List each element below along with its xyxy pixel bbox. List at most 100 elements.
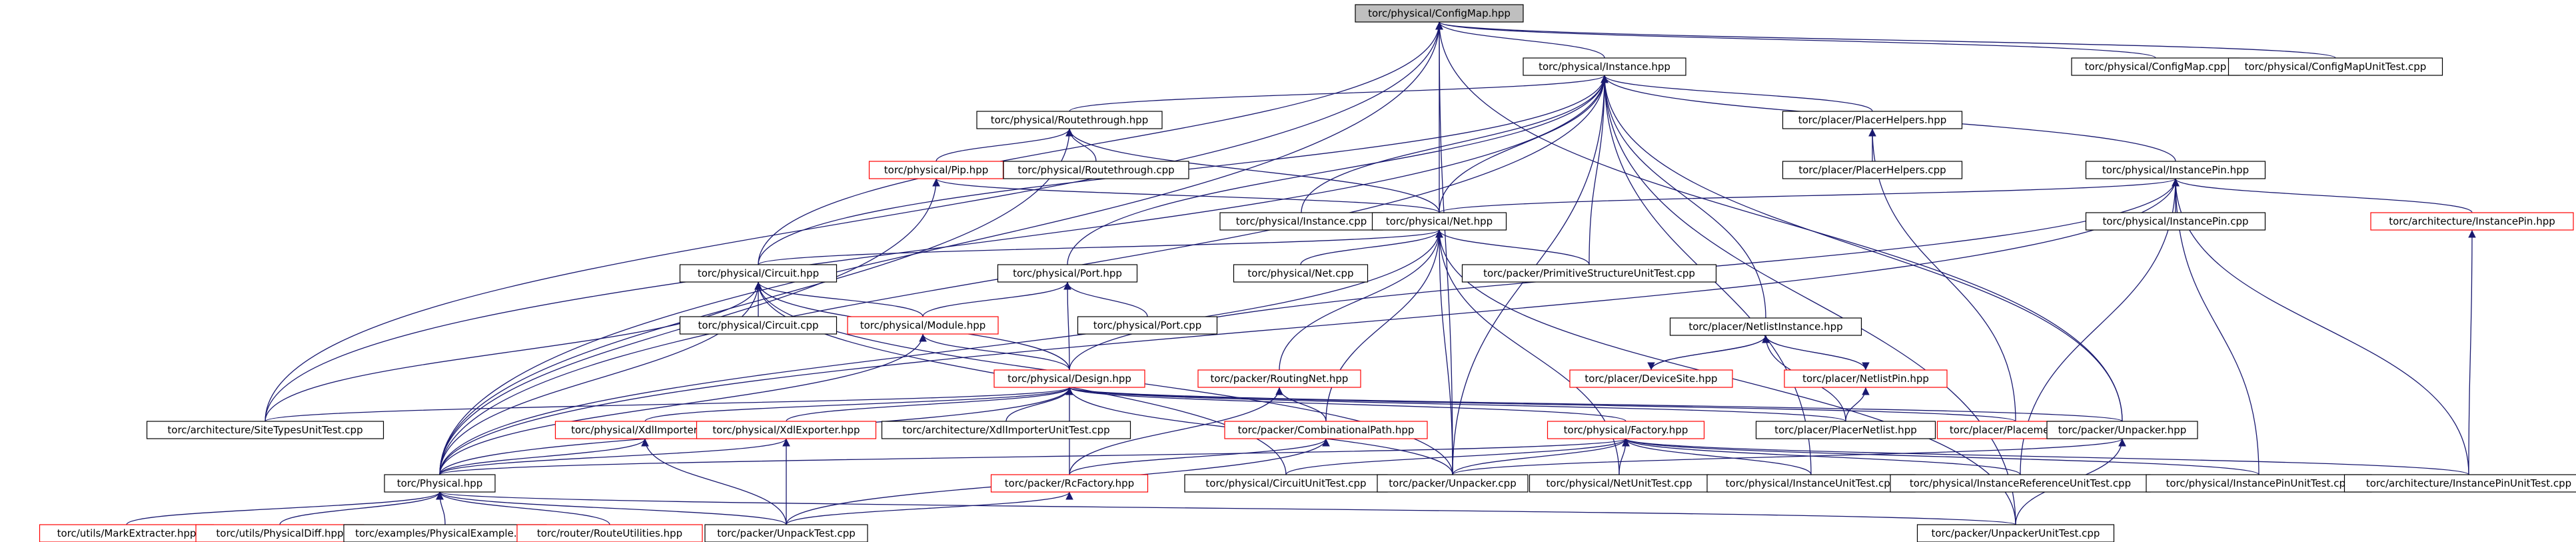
node-routethrough-hpp[interactable]: torc/physical/Routethrough.hpp	[976, 111, 1163, 129]
node-label: torc/physical/Port.cpp	[1093, 319, 1202, 331]
node-instancepin-hpp[interactable]: torc/physical/InstancePin.hpp	[2085, 161, 2266, 179]
node-box[interactable]	[1569, 369, 1733, 388]
node-box[interactable]	[679, 316, 838, 335]
node-xdlexporter-hpp[interactable]: torc/physical/XdlExporter.hpp	[696, 421, 877, 439]
node-arch-instancepinunittest[interactable]: torc/architecture/InstancePinUnitTest.cp…	[2343, 474, 2576, 493]
node-instance-hpp[interactable]: torc/physical/Instance.hpp	[1523, 57, 1686, 76]
node-devicesite-hpp[interactable]: torc/placer/DeviceSite.hpp	[1569, 369, 1733, 388]
node-box[interactable]	[2146, 474, 2372, 493]
node-box[interactable]	[1461, 264, 1717, 283]
node-box[interactable]	[2085, 212, 2266, 231]
node-box[interactable]	[1371, 212, 1507, 231]
edge-unpacker_hpp-to-instance_hpp	[1601, 75, 2123, 422]
node-pip-hpp[interactable]: torc/physical/Pip.hpp	[868, 161, 1004, 179]
node-unpacker-cpp[interactable]: torc/packer/Unpacker.cpp	[1377, 474, 1529, 493]
node-placerhelpers-cpp[interactable]: torc/placer/PlacerHelpers.cpp	[1782, 161, 1963, 179]
node-netunittest[interactable]: torc/physical/NetUnitTest.cpp	[1529, 474, 1710, 493]
node-box[interactable]	[1377, 474, 1529, 493]
node-box[interactable]	[2046, 421, 2198, 439]
node-box[interactable]	[679, 264, 838, 283]
node-configmap-cpp[interactable]: torc/physical/ConfigMap.cpp	[2071, 57, 2240, 76]
node-instancepinunittest[interactable]: torc/physical/InstancePinUnitTest.cpp	[2146, 474, 2372, 493]
node-box[interactable]	[1755, 421, 1936, 439]
node-label: torc/physical/Circuit.hpp	[698, 267, 819, 279]
node-markextracter-hpp[interactable]: torc/utils/MarkExtracter.hpp	[39, 524, 215, 542]
node-box[interactable]	[1784, 369, 1948, 388]
edge-placement_hpp-to-design_hpp	[1065, 387, 2016, 422]
node-box[interactable]	[1233, 264, 1369, 283]
node-box[interactable]	[1003, 161, 1189, 179]
node-arch-instancepin-hpp[interactable]: torc/architecture/InstancePin.hpp	[2370, 212, 2574, 231]
node-box[interactable]	[881, 421, 1131, 439]
node-physicaldiff-hpp[interactable]: torc/utils/PhysicalDiff.hpp	[195, 524, 364, 542]
node-factory-hpp[interactable]: torc/physical/Factory.hpp	[1547, 421, 1705, 439]
node-box[interactable]	[2228, 57, 2443, 76]
node-module-hpp[interactable]: torc/physical/Module.hpp	[847, 316, 999, 335]
node-netlistpin-hpp[interactable]: torc/placer/NetlistPin.hpp	[1784, 369, 1948, 388]
node-box[interactable]	[2085, 161, 2266, 179]
node-design-hpp[interactable]: torc/physical/Design.hpp	[993, 369, 1145, 388]
node-box[interactable]	[704, 524, 868, 542]
node-circuit-cpp[interactable]: torc/physical/Circuit.cpp	[679, 316, 838, 335]
node-box[interactable]	[1523, 57, 1686, 76]
node-box[interactable]	[976, 111, 1163, 129]
node-unpacker-hpp[interactable]: torc/packer/Unpacker.hpp	[2046, 421, 2198, 439]
node-routingnet-hpp[interactable]: torc/packer/RoutingNet.hpp	[1197, 369, 1361, 388]
node-circuitunittest[interactable]: torc/physical/CircuitUnitTest.cpp	[1184, 474, 1388, 493]
node-box[interactable]	[868, 161, 1004, 179]
node-box[interactable]	[1077, 316, 1218, 335]
node-unpackerunittest[interactable]: torc/packer/UnpackerUnitTest.cpp	[1916, 524, 2115, 542]
node-rcfactory-hpp[interactable]: torc/packer/RcFactory.hpp	[990, 474, 1149, 493]
node-circuit-hpp[interactable]: torc/physical/Circuit.hpp	[679, 264, 838, 283]
node-box[interactable]	[993, 369, 1145, 388]
node-physicalexample[interactable]: torc/examples/PhysicalExample.cpp	[343, 524, 547, 542]
node-box[interactable]	[516, 524, 703, 542]
node-combinationalpath-hpp[interactable]: torc/packer/CombinationalPath.hpp	[1224, 421, 1428, 439]
node-box[interactable]	[1355, 4, 1524, 23]
node-box[interactable]	[696, 421, 877, 439]
node-box[interactable]	[195, 524, 364, 542]
node-box[interactable]	[1224, 421, 1428, 439]
node-box[interactable]	[1184, 474, 1388, 493]
node-unpacktest[interactable]: torc/packer/UnpackTest.cpp	[704, 524, 868, 542]
node-box[interactable]	[2071, 57, 2240, 76]
node-box[interactable]	[997, 264, 1138, 283]
node-instanceunittest[interactable]: torc/physical/InstanceUnitTest.cpp	[1706, 474, 1916, 493]
node-instancereferenceunittest[interactable]: torc/physical/InstanceReferenceUnitTest.…	[1890, 474, 2151, 493]
node-instance-cpp[interactable]: torc/physical/Instance.cpp	[1219, 212, 1383, 231]
node-box[interactable]	[1782, 111, 1963, 129]
node-label: torc/physical/Net.hpp	[1386, 215, 1493, 227]
node-box[interactable]	[990, 474, 1149, 493]
node-sitetypesunittest[interactable]: torc/architecture/SiteTypesUnitTest.cpp	[146, 421, 384, 439]
node-primitivestructureunittest[interactable]: torc/packer/PrimitiveStructureUnitTest.c…	[1461, 264, 1717, 283]
node-box[interactable]	[2343, 474, 2576, 493]
node-box[interactable]	[146, 421, 384, 439]
node-box[interactable]	[1547, 421, 1705, 439]
node-port-cpp[interactable]: torc/physical/Port.cpp	[1077, 316, 1218, 335]
node-box[interactable]	[1890, 474, 2151, 493]
node-netlistinstance-hpp[interactable]: torc/placer/NetlistInstance.hpp	[1669, 317, 1862, 336]
node-routethrough-cpp[interactable]: torc/physical/Routethrough.cpp	[1003, 161, 1189, 179]
edge-design_hpp-to-port_hpp	[1063, 281, 1071, 371]
node-box[interactable]	[1219, 212, 1383, 231]
node-routeutilities-hpp[interactable]: torc/router/RouteUtilities.hpp	[516, 524, 703, 542]
node-xdlimporterunittest[interactable]: torc/architecture/XdlImporterUnitTest.cp…	[881, 421, 1131, 439]
node-box[interactable]	[2370, 212, 2574, 231]
node-port-hpp[interactable]: torc/physical/Port.hpp	[997, 264, 1138, 283]
node-configmapunittest[interactable]: torc/physical/ConfigMapUnitTest.cpp	[2228, 57, 2443, 76]
node-net-cpp[interactable]: torc/physical/Net.cpp	[1233, 264, 1369, 283]
node-placerhelpers-hpp[interactable]: torc/placer/PlacerHelpers.hpp	[1782, 111, 1963, 129]
node-box[interactable]	[1669, 317, 1862, 336]
node-instancepin-cpp[interactable]: torc/physical/InstancePin.cpp	[2085, 212, 2266, 231]
node-physical-hpp[interactable]: torc/Physical.hpp	[384, 474, 496, 493]
node-box[interactable]	[1782, 161, 1963, 179]
node-placernetlist-hpp[interactable]: torc/placer/PlacerNetlist.hpp	[1755, 421, 1936, 439]
node-box[interactable]	[847, 316, 999, 335]
node-configmap-hpp[interactable]: torc/physical/ConfigMap.hpp	[1355, 4, 1524, 23]
edge-circuitunittest-to-factory_hpp	[1285, 438, 1630, 475]
node-box[interactable]	[384, 474, 496, 493]
node-box[interactable]	[1916, 524, 2115, 542]
node-net-hpp[interactable]: torc/physical/Net.hpp	[1371, 212, 1507, 231]
node-box[interactable]	[1197, 369, 1361, 388]
node-label: torc/physical/NetUnitTest.cpp	[1546, 477, 1692, 489]
